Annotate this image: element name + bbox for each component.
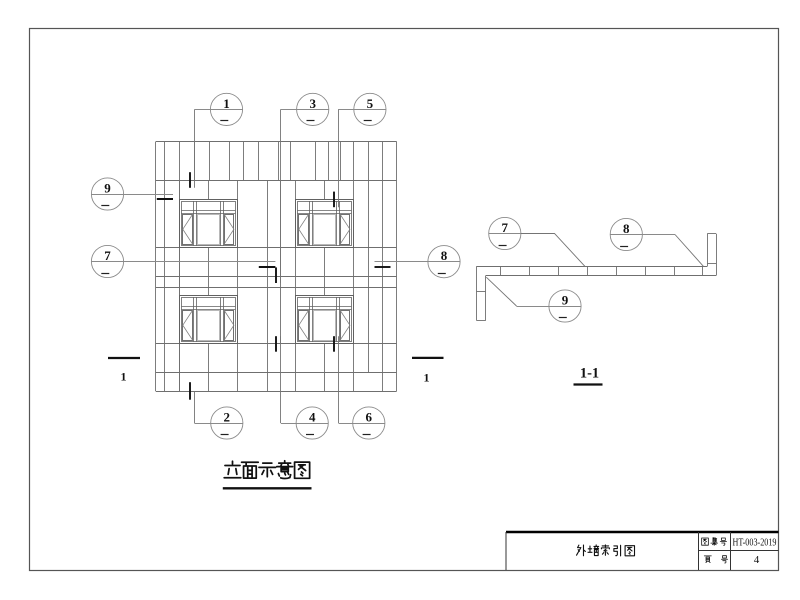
svg-text:3: 3 [309, 96, 316, 111]
svg-text:4: 4 [309, 409, 316, 424]
svg-text:1: 1 [223, 96, 230, 111]
svg-text:7: 7 [502, 220, 509, 235]
svg-text:7: 7 [104, 248, 111, 263]
svg-text:1: 1 [424, 371, 430, 385]
svg-text:9: 9 [562, 292, 569, 307]
svg-text:2: 2 [224, 409, 231, 424]
svg-text:1: 1 [121, 370, 127, 384]
svg-text:1-1: 1-1 [580, 366, 599, 382]
svg-text:5: 5 [367, 96, 374, 111]
svg-text:8: 8 [441, 248, 448, 263]
svg-text:9: 9 [104, 180, 111, 195]
svg-text:4: 4 [754, 554, 760, 566]
svg-text:8: 8 [623, 221, 630, 236]
svg-text:HT-003-2019: HT-003-2019 [733, 538, 777, 549]
svg-text:6: 6 [366, 409, 373, 424]
